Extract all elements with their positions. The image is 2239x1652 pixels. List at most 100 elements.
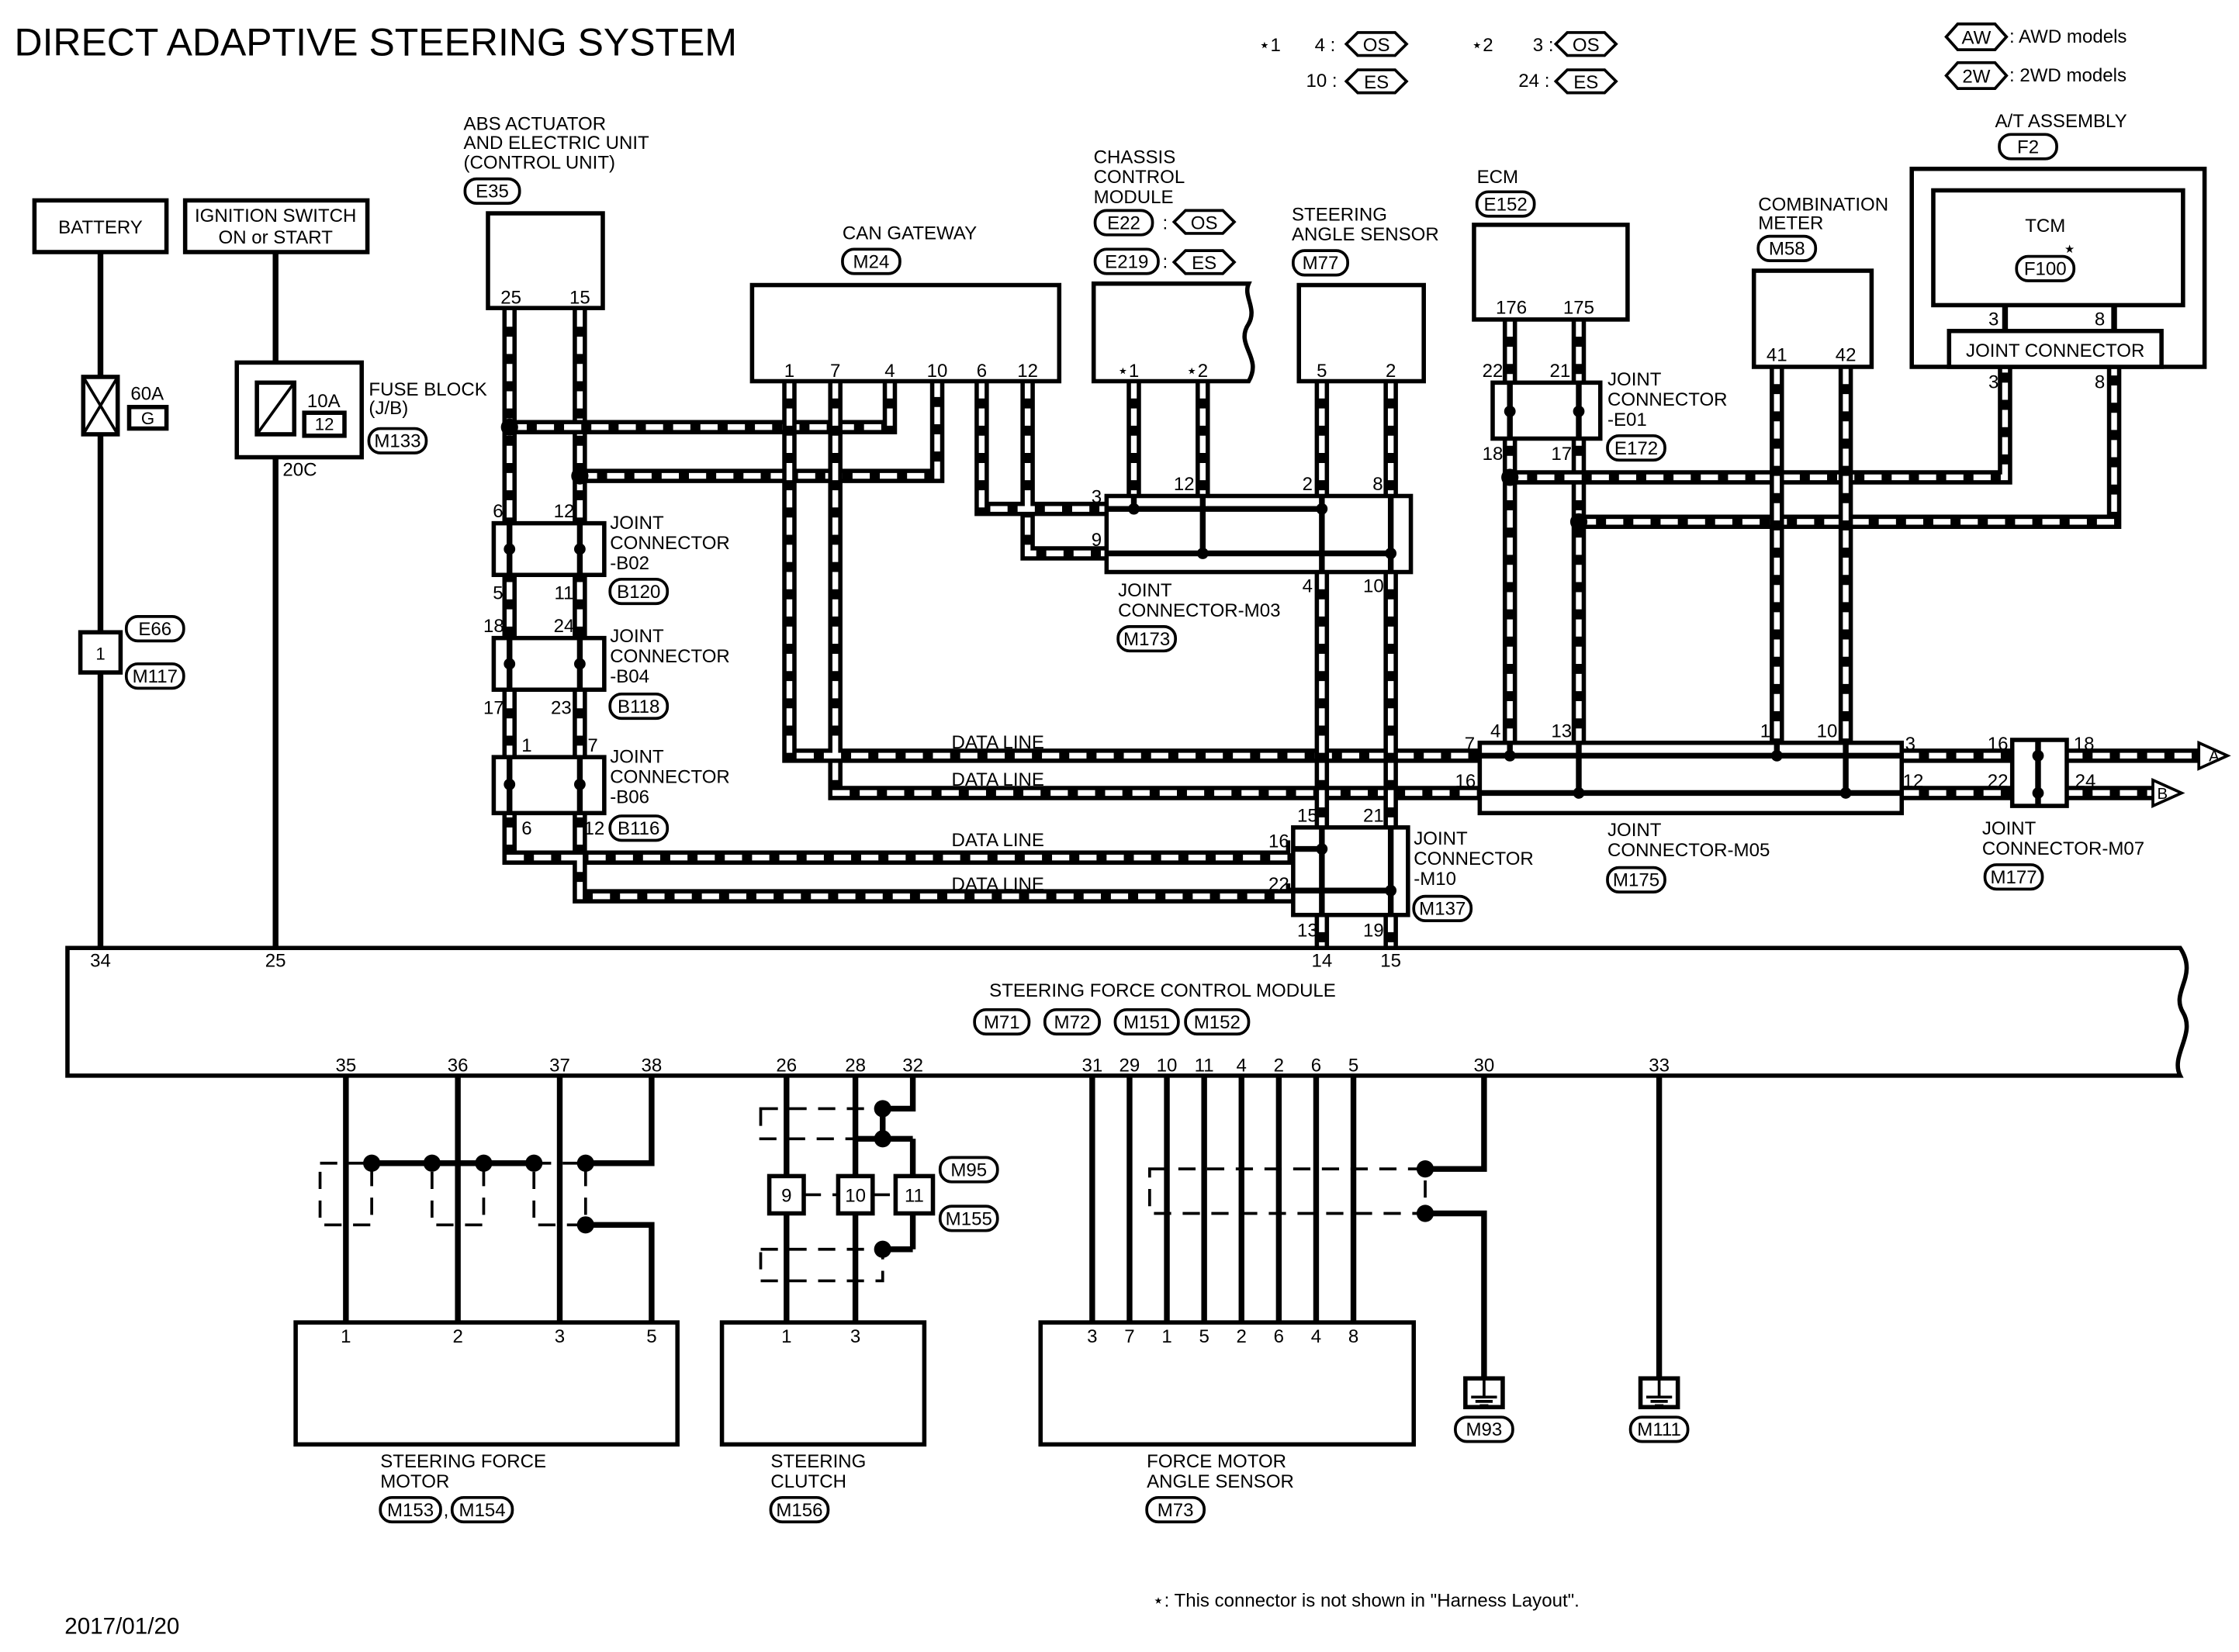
jc-m05-pin: 12 <box>1903 771 1924 792</box>
splice-dot <box>1504 405 1516 417</box>
tcm-label: TCM <box>2025 216 2065 237</box>
sfcm-pin-bottom: 4 <box>1237 1055 1247 1076</box>
can-gateway-label: CAN GATEWAY <box>843 223 977 244</box>
connector-m93-tag <box>1454 1415 1514 1443</box>
connector-m173-tag <box>1116 624 1177 653</box>
connector-b116-label: B116 <box>618 818 659 839</box>
can-pin: 12 <box>1017 361 1038 382</box>
connector-m111-tag <box>1628 1415 1690 1443</box>
can-pin: 10 <box>927 361 948 382</box>
connector-b120-tag <box>608 577 670 606</box>
fmas-pin: 4 <box>1311 1326 1321 1347</box>
splice-dot <box>2032 749 2044 762</box>
legend-es-label: ES <box>1573 72 1598 93</box>
legend-os-label: OS <box>1573 35 1600 56</box>
jc-m05-pin: 1 <box>1760 721 1770 741</box>
connector-e172-label: E172 <box>1614 438 1658 459</box>
connector-m177-tag <box>1983 863 2044 891</box>
connector-m72-label: M72 <box>1054 1012 1091 1033</box>
legend-2w-label: 2W <box>1962 67 1990 88</box>
sfcm-pin-top: 25 <box>265 950 286 971</box>
jc-b04-label: JOINT <box>610 626 664 647</box>
chassis-pin: ⋆2 <box>1186 361 1208 382</box>
connector-m73-tag <box>1145 1495 1206 1524</box>
connector-m137-tag <box>1412 894 1473 922</box>
can-wire <box>974 381 1107 561</box>
connector-e35-tag <box>463 177 521 205</box>
ecm-pin: 175 <box>1563 298 1594 319</box>
connector-f100-tag <box>2015 254 2076 282</box>
ignition-switch-label: ON or START <box>218 227 333 248</box>
clutch-joint-pin: 11 <box>905 1186 924 1207</box>
connector-m137-label: M137 <box>1419 899 1466 920</box>
sfcm-pin-bottom: 2 <box>1274 1055 1284 1076</box>
connector-m175-label: M175 <box>1613 870 1659 891</box>
page-title: DIRECT ADAPTIVE STEERING SYSTEM <box>15 21 737 64</box>
abs-pin: 25 <box>500 288 521 309</box>
jc-b06-pin: 12 <box>584 818 605 839</box>
jc-m10-label: -M10 <box>1414 869 1456 890</box>
jc-b02-pin: 6 <box>493 501 503 522</box>
sfcm-pin-bottom: 37 <box>549 1055 570 1076</box>
separator-comma: , <box>444 1500 449 1521</box>
legend-aw-label: AW <box>1962 28 1992 49</box>
connector-m71-tag <box>973 1007 1031 1036</box>
connector-m95-tag <box>938 1156 999 1184</box>
jc-b04-pin: 23 <box>551 698 572 719</box>
jc-m05-pin: 3 <box>1905 734 1915 755</box>
connector-m58-label: M58 <box>1769 239 1805 260</box>
splice-dot <box>504 543 516 555</box>
data-line-label: DATA LINE <box>952 830 1044 851</box>
splice-dot <box>574 543 586 555</box>
connector-aw-tag <box>1944 22 2009 51</box>
steering-clutch-box <box>719 1320 927 1447</box>
connector-e152-tag <box>1475 190 1536 218</box>
can-pin: 4 <box>884 361 895 382</box>
splice-dot <box>874 1100 891 1118</box>
jc-m10-pin: 16 <box>1268 831 1289 852</box>
connector-m155-label: M155 <box>946 1208 992 1229</box>
jc-m03-pin: 12 <box>1174 474 1195 495</box>
connector-e66-label: E66 <box>138 619 171 640</box>
sfcm-label: STEERING FORCE CONTROL MODULE <box>989 980 1336 1001</box>
splice-dot <box>574 658 586 670</box>
connector-e35-label: E35 <box>476 181 509 202</box>
jc-b06-pin: 6 <box>521 818 531 839</box>
jc-b06-pin: 7 <box>587 735 597 756</box>
arrow-a-icon <box>2197 740 2231 771</box>
connector-e66-pin: 1 <box>95 644 105 663</box>
tcm-pin: 8 <box>2095 372 2105 393</box>
connector-m24-tag <box>841 247 901 275</box>
jc-b04-pin: 24 <box>554 616 575 637</box>
can-wire <box>1319 914 1394 949</box>
data-line-label: DATA LINE <box>952 874 1044 895</box>
jc-m05-pin: 4 <box>1490 721 1500 741</box>
can-pin: 6 <box>977 361 987 382</box>
jc-b04-label: CONNECTOR <box>610 646 730 667</box>
arrow-a-label: A <box>2209 748 2220 766</box>
splice-dot <box>500 418 518 436</box>
splice-dot <box>525 1154 543 1172</box>
connector-m117-tag <box>124 662 185 690</box>
motor-wire <box>585 1075 655 1166</box>
connector-m151-label: M151 <box>1123 1012 1170 1033</box>
steering-angle-label: ANGLE SENSOR <box>1292 224 1439 245</box>
jc-e01-label: -E01 <box>1607 410 1647 430</box>
connector-f2-tag <box>1998 133 2058 161</box>
sfcm-pin-bottom: 31 <box>1081 1055 1102 1076</box>
legend-star1-es-pin: 10 : <box>1306 71 1337 92</box>
connector-m77-label: M77 <box>1303 253 1339 274</box>
ecm-label: ECM <box>1477 167 1518 188</box>
jc-b02-pin: 12 <box>554 501 575 522</box>
jc-b02-label: CONNECTOR <box>610 533 730 554</box>
jc-m10-pin: 21 <box>1363 805 1384 826</box>
fuse-block-out-label: 20C <box>282 460 317 481</box>
top-modules: ABS ACTUATOR AND ELECTRIC UNIT (CONTROL … <box>463 111 2207 393</box>
battery-label: BATTERY <box>58 217 143 238</box>
splice-dot <box>423 1154 441 1172</box>
footnote: ⋆: This connector is not shown in "Harne… <box>1153 1590 1580 1611</box>
splice-dot <box>574 778 586 790</box>
jc-m05-pin: 13 <box>1551 721 1572 741</box>
jc-e01-pin: 18 <box>1483 444 1504 465</box>
